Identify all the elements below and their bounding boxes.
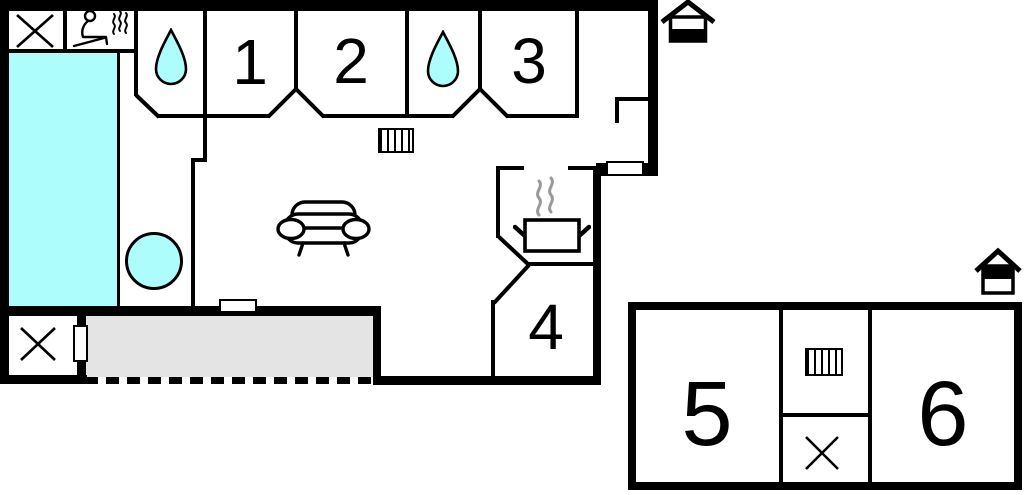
window-x-icon [805,436,839,470]
terrace-open-edge-dashed [85,377,378,384]
terrace-area [85,316,373,377]
wall-diagonal [492,263,531,305]
wall-segment [203,11,207,118]
sauna-bench [72,36,106,48]
room-label-3: 3 [511,25,547,97]
wall-segment [9,49,135,53]
wall-diagonal [134,93,161,119]
wall-segment [575,11,579,118]
window [73,325,88,362]
window-x-icon [20,327,56,361]
sauna-person-head [83,9,97,23]
wall-segment [63,11,67,53]
wall-diagonal [294,87,326,119]
wall-segment [478,11,482,89]
hot-tub-circle [125,232,183,290]
wall-diagonal [450,87,482,119]
wall-segment [373,306,381,385]
wall-segment [294,11,298,89]
wall-segment [0,0,658,11]
cooking-pot-icon [513,176,591,253]
wall-segment [134,11,138,96]
window [219,299,257,313]
room-label-2: 2 [333,25,369,97]
wall-segment [527,262,595,266]
wall-segment [779,413,872,417]
window [606,161,644,176]
sofa-icon [276,200,371,257]
radiator-icon [805,348,843,376]
water-drop-icon [154,28,188,86]
wall-segment [868,310,872,482]
wall-diagonal [478,87,510,119]
room-label-6: 6 [917,363,969,465]
wall-segment [496,166,524,170]
wall-segment [405,11,409,118]
room-label-5: 5 [681,363,733,465]
water-drop-icon [426,30,460,88]
room-label-4: 4 [528,291,564,363]
wall-segment [117,51,120,307]
wall-segment [568,166,608,170]
wall-segment [491,300,495,377]
steam-lines [536,176,554,217]
annex-building-outline [628,302,1022,490]
wall-segment [157,114,270,118]
wall-segment [322,114,454,118]
window-x-icon [16,14,54,48]
sauna-icon [72,9,128,48]
pool-water-area [9,51,117,306]
wall-diagonal [266,87,298,119]
room-label-1: 1 [232,26,268,98]
wall-segment [779,310,783,482]
wall-segment [615,97,619,123]
wall-segment [0,306,381,316]
radiator-icon [378,128,414,153]
wall-segment [648,0,658,176]
wall-segment [506,114,579,118]
wall-segment [203,117,207,161]
sauna-person-body [81,19,109,46]
wall-segment [496,166,500,238]
wall-segment [191,161,195,307]
wall-segment [373,376,601,385]
house-entrance-icon [974,247,1022,295]
wall-segment [615,97,650,101]
house-entrance-icon [660,0,716,43]
wall-segment [593,166,601,385]
wall-segment [0,0,9,384]
wall-segment [0,375,87,384]
wall-segment [191,158,207,162]
sauna-steam [112,10,128,35]
